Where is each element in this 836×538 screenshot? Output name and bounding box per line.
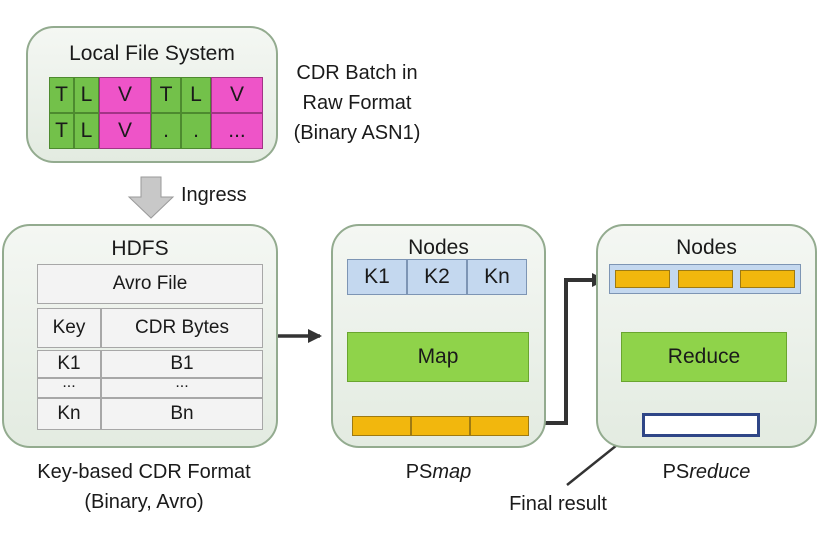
tlv-cell: T [151,77,181,113]
raw-format-caption-line: (Binary ASN1) [293,122,421,144]
tlv-cell: ... [211,113,263,149]
table-cell-key: Kn [37,398,101,430]
table-header-key: Key [37,308,101,348]
tlv-cell: V [99,77,151,113]
psmap-caption: PSmap [331,461,546,484]
table-cell-key: K1 [37,350,101,378]
psmap-caption-italic: map [432,461,472,483]
tlv-cell: . [151,113,181,149]
table-cell-bytes: ... [101,375,263,398]
reduce-box: Reduce [621,332,787,382]
raw-format-caption-line: CDR Batch in [296,62,418,84]
key-based-caption-line: Key-based CDR Format [37,461,251,483]
hdfs-title: HDFS [111,237,169,260]
map-key-k1: K1 [347,259,407,295]
psmap-nodes-title: Nodes [408,236,469,259]
psreduce-caption: PSreduce [596,461,817,484]
table-header-cdr-bytes: CDR Bytes [101,308,263,348]
map-to-reduce-connector [529,273,606,425]
raw-format-caption-line: Raw Format [302,92,412,114]
tlv-cell: V [99,113,151,149]
reduce-input-bucket [678,270,733,288]
table-cell-bytes: B1 [101,350,263,378]
final-result-label: Final result [509,493,607,515]
psreduce-caption-italic: reduce [689,461,751,483]
tlv-cell: V [211,77,263,113]
map-key-k2: K2 [407,259,467,295]
map-output-bucket [470,416,529,436]
tlv-cell: . [181,113,211,149]
psmap-caption-prefix: PS [405,461,433,483]
final-result-box [642,413,760,437]
map-key-kn: Kn [467,259,527,295]
local-file-system-title: Local File System [69,42,235,65]
map-output-bucket [411,416,470,436]
key-based-caption-line: (Binary, Avro) [84,491,204,513]
psreduce-caption-prefix: PS [662,461,690,483]
map-box: Map [347,332,529,382]
ingress-arrow [127,176,175,219]
table-cell-key: ... [37,375,101,398]
table-cell-bytes: Bn [101,398,263,430]
tlv-cell: L [181,77,211,113]
reduce-input-bucket [615,270,670,288]
avro-file-header: Avro File [37,264,263,304]
map-output-bucket [352,416,411,436]
tlv-cell: L [74,77,99,113]
psreduce-nodes-title: Nodes [676,236,737,259]
tlv-cell: L [74,113,99,149]
reduce-input-bucket [740,270,795,288]
tlv-cell: T [49,77,74,113]
tlv-cell: T [49,113,74,149]
ingress-label: Ingress [181,184,247,206]
